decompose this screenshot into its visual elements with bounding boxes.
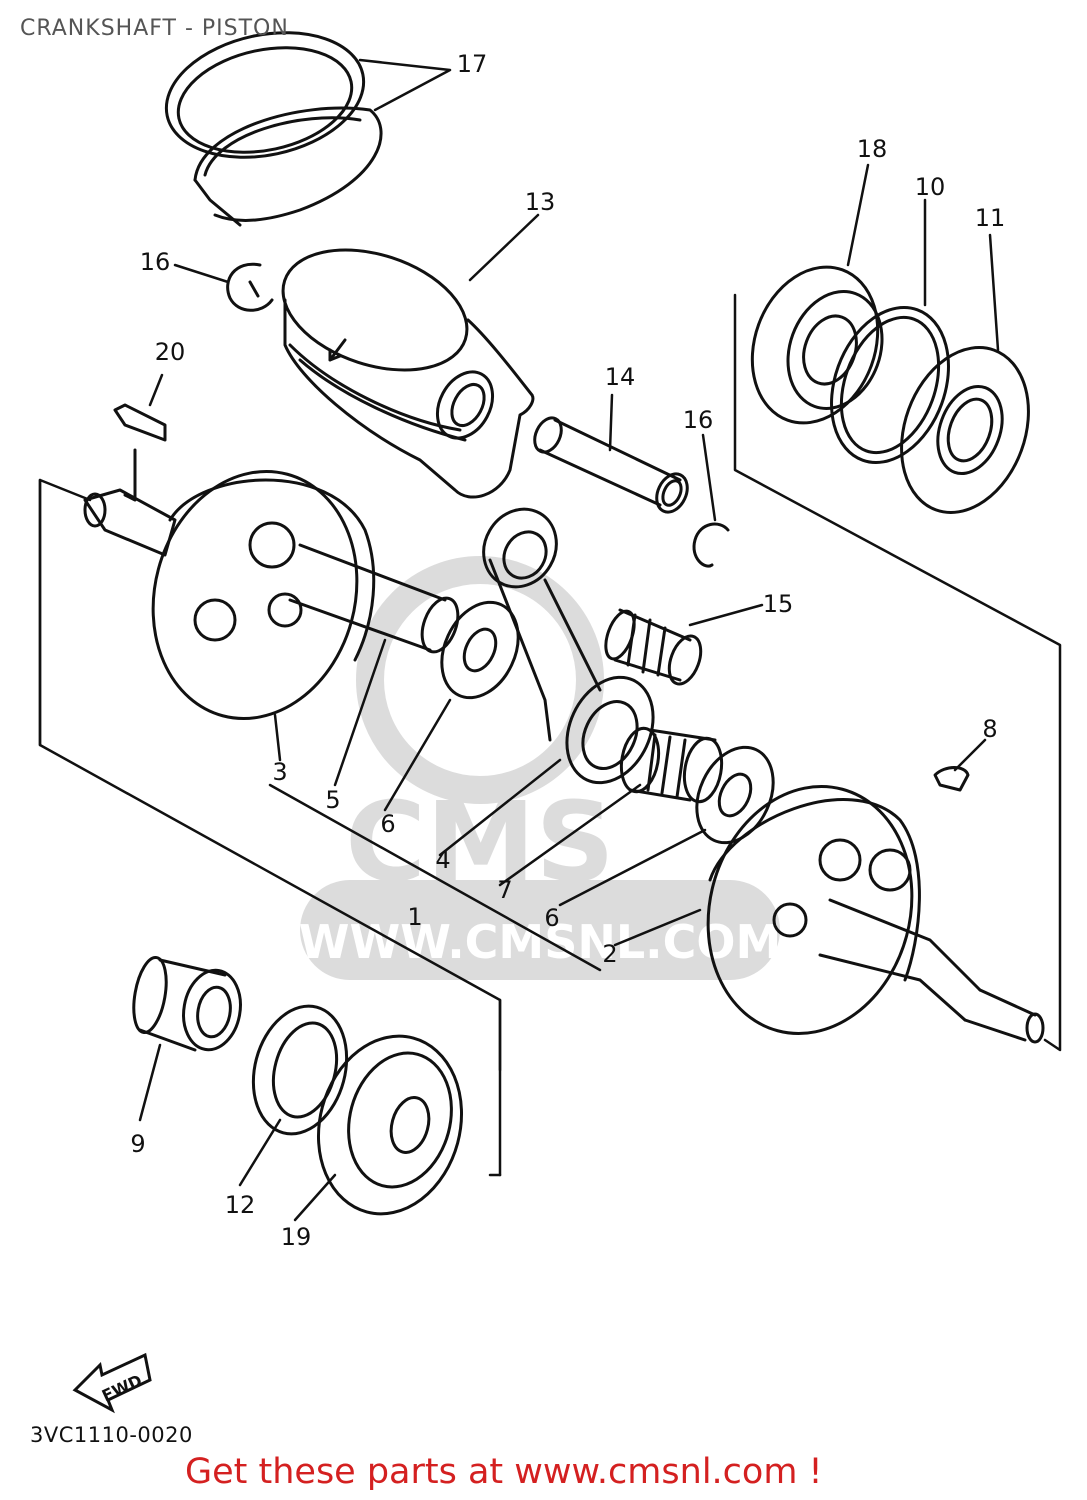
piston xyxy=(281,248,535,499)
piston-pin-clip-lower xyxy=(692,522,730,568)
callout-2: 2 xyxy=(602,940,617,968)
thrust-washer-left xyxy=(440,600,520,700)
spacer-9 xyxy=(132,955,242,1052)
promo-banner[interactable]: Get these parts at www.cmsnl.com ! xyxy=(185,1452,823,1492)
bearing-12 xyxy=(251,1004,349,1136)
callout-3: 3 xyxy=(272,758,287,786)
piston-pin-clip-upper xyxy=(226,262,274,312)
callout-7: 7 xyxy=(497,876,512,904)
piston-rings xyxy=(164,31,383,227)
callout-16-upper: 16 xyxy=(140,248,171,276)
watermark-url: WWW.CMSNL.COM xyxy=(299,915,782,969)
callout-4: 4 xyxy=(435,846,450,874)
bearing-19 xyxy=(316,1034,464,1216)
callout-labels: 1 2 3 4 5 6 6 7 8 9 10 11 12 13 14 15 16… xyxy=(130,50,1005,1251)
callout-17: 17 xyxy=(457,50,488,78)
thrust-washer-right xyxy=(695,745,775,845)
crank-web-left xyxy=(83,470,460,720)
forward-direction-arrow: FWD xyxy=(72,1352,152,1414)
leader-lines xyxy=(138,58,1000,1222)
crank-web-right xyxy=(706,785,1045,1044)
assembly-brackets xyxy=(38,293,1062,1177)
callout-16-lower: 16 xyxy=(683,406,714,434)
circlip-10 xyxy=(830,306,950,464)
oil-seal-11 xyxy=(900,346,1030,514)
callout-19: 19 xyxy=(281,1223,312,1251)
callout-6-right: 6 xyxy=(544,904,559,932)
callout-9: 9 xyxy=(130,1130,145,1158)
callout-15: 15 xyxy=(763,590,794,618)
piston-pin xyxy=(533,416,689,514)
diagram-code: 3VC1110-0020 xyxy=(30,1423,193,1447)
fwd-label: FWD xyxy=(99,1371,145,1406)
diagram-title: CRANKSHAFT - PISTON xyxy=(20,16,289,41)
callout-5: 5 xyxy=(325,786,340,814)
small-end-bearing xyxy=(604,608,703,686)
woodruff-key-8 xyxy=(933,766,970,792)
callout-8: 8 xyxy=(982,715,997,743)
callout-14: 14 xyxy=(605,363,636,391)
callout-6-left: 6 xyxy=(380,810,395,838)
woodruff-key-20 xyxy=(113,403,167,502)
connecting-rod xyxy=(482,507,655,785)
watermark-logo: CMS xyxy=(345,778,614,906)
main-bearing-right xyxy=(750,265,884,425)
callout-20: 20 xyxy=(155,338,186,366)
callout-11: 11 xyxy=(975,204,1006,232)
callout-12: 12 xyxy=(225,1191,256,1219)
callout-13: 13 xyxy=(525,188,556,216)
callout-18: 18 xyxy=(857,135,888,163)
callout-1: 1 xyxy=(407,903,422,931)
callout-10: 10 xyxy=(915,173,946,201)
